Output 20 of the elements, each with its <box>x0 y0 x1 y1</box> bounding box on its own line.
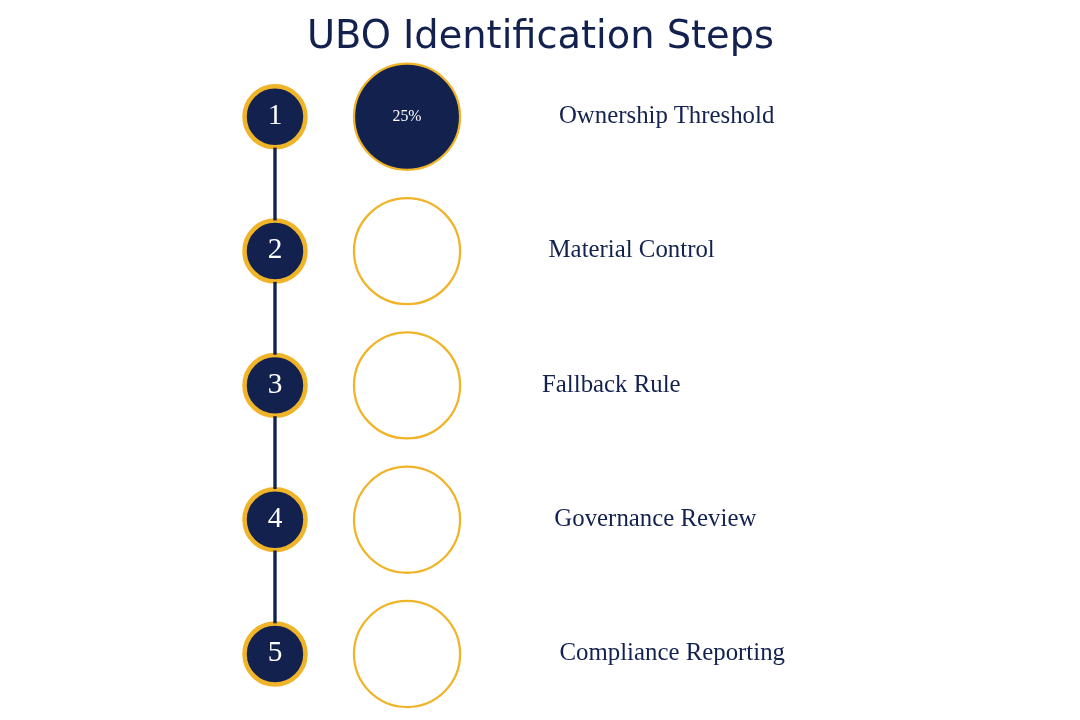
node-circle: 25% <box>352 62 461 171</box>
label: Material Control <box>548 235 715 263</box>
node-circle: 1 <box>241 84 308 150</box>
label: Governance Review <box>553 504 756 532</box>
node-circle <box>352 465 461 574</box>
connector <box>272 281 277 355</box>
node-circle: 2 <box>241 218 308 284</box>
node-circle <box>352 331 461 440</box>
connector <box>272 416 277 490</box>
node-circle: 3 <box>241 352 308 419</box>
label: Fallback Rule <box>541 369 681 397</box>
node-circle <box>352 196 461 306</box>
node-circle: 5 <box>241 621 308 687</box>
connector <box>272 550 277 624</box>
node-circle: 4 <box>241 486 308 553</box>
label: Compliance Reporting <box>559 638 785 666</box>
diagram-title: UBO Identification Steps <box>306 12 774 58</box>
connector <box>272 147 277 221</box>
label: Ownership Threshold <box>558 101 774 129</box>
node-circle <box>352 599 461 709</box>
